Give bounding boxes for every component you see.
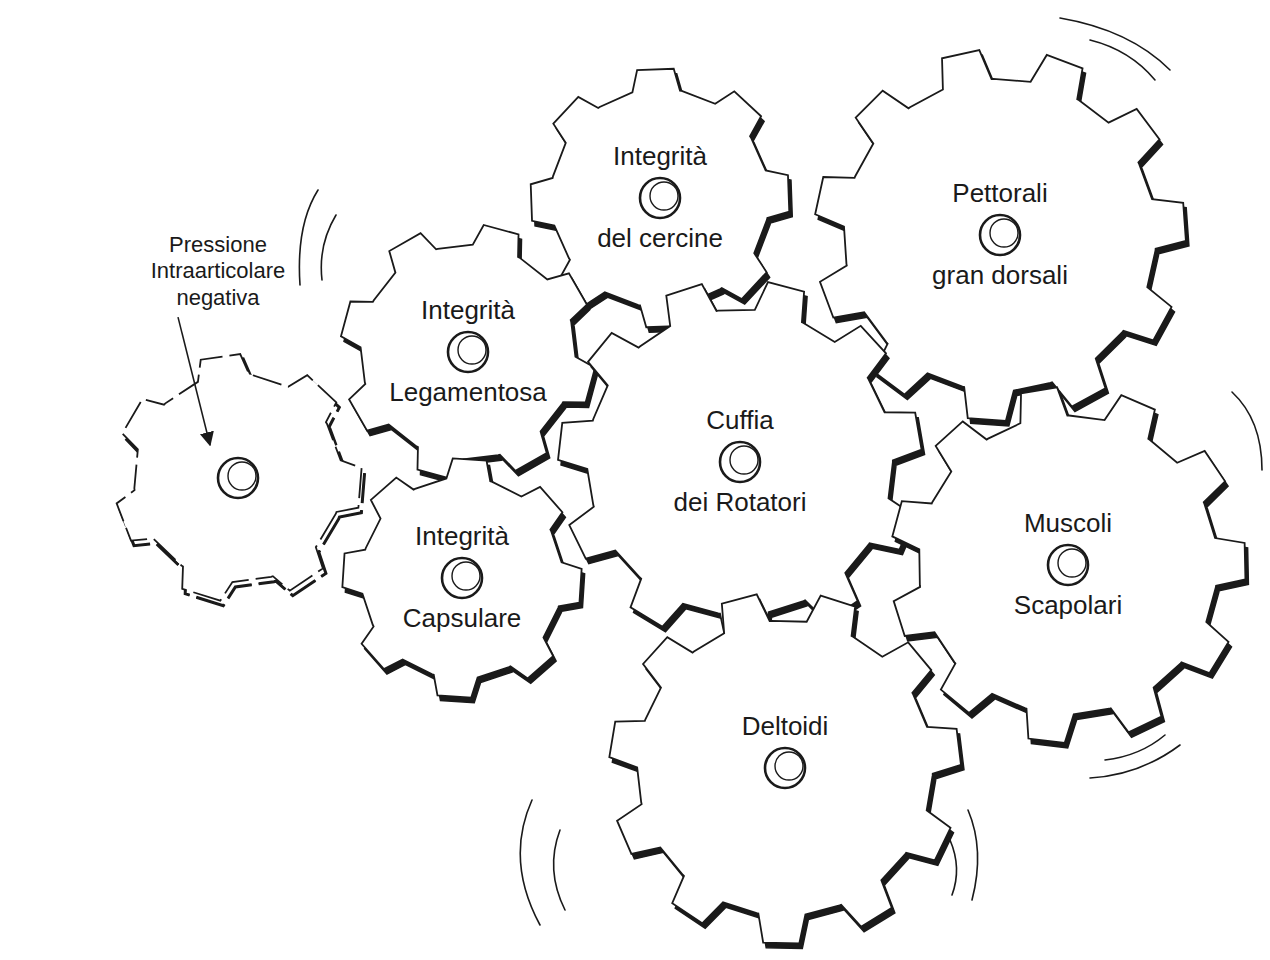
motion-line xyxy=(1090,745,1180,778)
gear-label: dei Rotatori xyxy=(546,488,934,518)
gear-label: Scapolari xyxy=(878,591,1258,621)
label-box: Pressione Intraarticolare negativa xyxy=(118,232,318,311)
gear-hole-inner xyxy=(452,562,480,590)
gear-label: Integrità xyxy=(518,142,802,172)
callout-label: Pressione Intraarticolare negativa xyxy=(118,232,318,311)
gear-hole-inner xyxy=(228,462,256,490)
gear-hole-inner xyxy=(650,182,678,210)
gear-outline xyxy=(892,387,1245,743)
leader-line xyxy=(178,317,210,445)
motion-line xyxy=(520,800,540,925)
gear-label: Pettorali xyxy=(802,179,1198,209)
motion-line xyxy=(554,830,565,910)
gear-hole xyxy=(218,458,258,498)
gear-label: Deltoidi xyxy=(597,712,973,742)
motion-line xyxy=(968,810,978,900)
gear-shape xyxy=(597,580,973,956)
motion-line xyxy=(321,215,336,280)
gear-label: Capsulare xyxy=(330,604,594,634)
gear-label: Integrità xyxy=(330,522,594,552)
motion-line xyxy=(1232,392,1262,470)
gear-hole-inner xyxy=(730,446,758,474)
gear-hole xyxy=(980,215,1020,255)
gear-label: del cercine xyxy=(518,224,802,254)
gear-label: Muscoli xyxy=(878,509,1258,539)
motion-line xyxy=(950,840,957,895)
gear-outline xyxy=(342,458,581,697)
gear-shape xyxy=(878,375,1258,755)
gear-label: gran dorsali xyxy=(802,261,1198,291)
gear-node: Deltoidi xyxy=(597,580,973,956)
dashed-gear xyxy=(117,354,365,606)
gear-hole-inner xyxy=(990,219,1018,247)
gear-outline xyxy=(341,225,595,479)
gear-outline xyxy=(609,594,961,943)
gear-hole xyxy=(448,332,488,372)
gear-hole xyxy=(1048,545,1088,585)
gear-hole xyxy=(442,558,482,598)
gear-hole-inner xyxy=(775,752,803,780)
gear-outline xyxy=(117,354,362,601)
gear-node: MuscoliScapolari xyxy=(878,375,1258,755)
gear-shape xyxy=(330,446,594,710)
gear-shape xyxy=(546,268,934,656)
gear-hole xyxy=(765,748,805,788)
motion-line xyxy=(1105,735,1165,760)
leader-arrow xyxy=(178,317,210,445)
gear-hole xyxy=(640,178,680,218)
gear-node: IntegritàCapsulare xyxy=(330,446,594,710)
gear-label: Legamentosa xyxy=(328,378,608,408)
gear-hole xyxy=(720,442,760,482)
gear-hole-inner xyxy=(458,336,486,364)
gear-label: Cuffia xyxy=(546,406,934,436)
gear-hole-inner xyxy=(1058,549,1086,577)
gear-outline xyxy=(558,282,922,643)
gear-node: Cuffia dei Rotatori xyxy=(546,268,934,656)
motion-line xyxy=(1060,18,1170,70)
gear-label: Integrità xyxy=(328,296,608,326)
motion-line xyxy=(1090,40,1155,80)
motion-line xyxy=(299,190,318,285)
